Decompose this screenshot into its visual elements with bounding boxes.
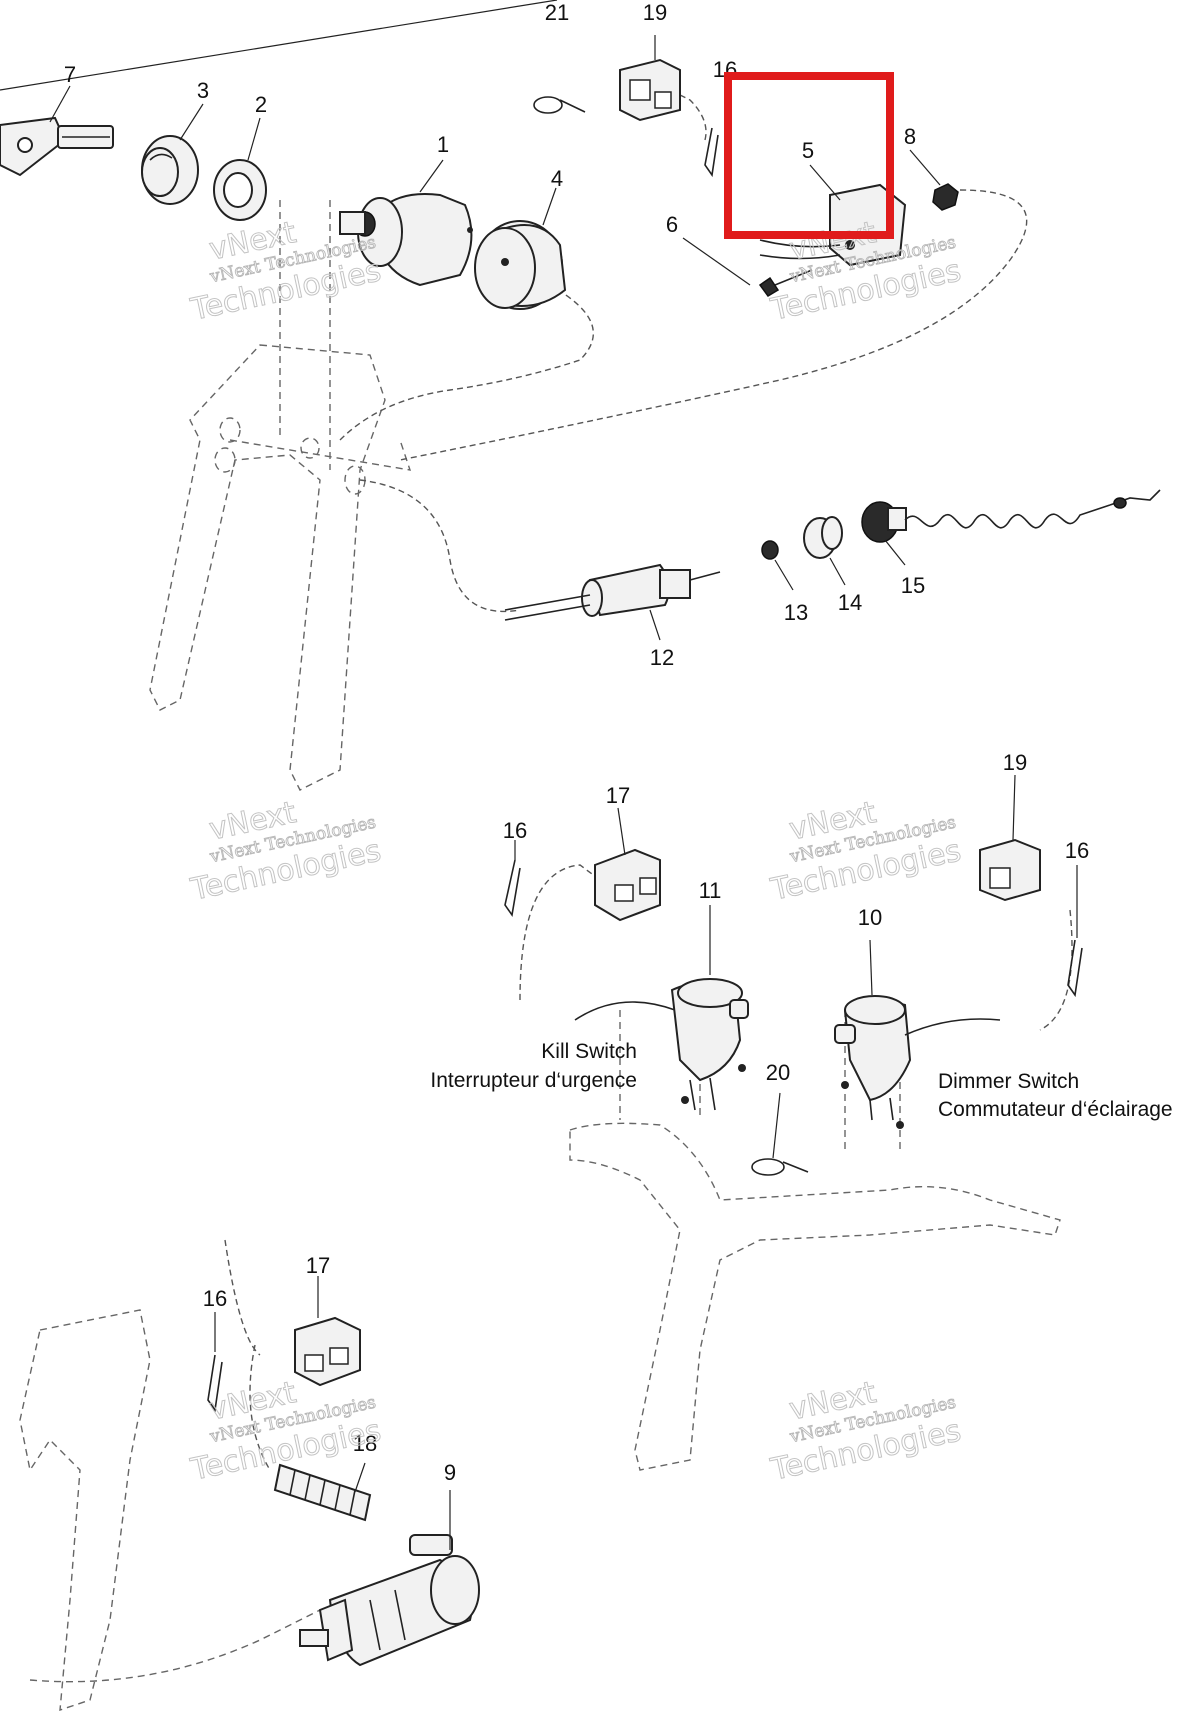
callout-5: 5	[802, 138, 814, 163]
watermark-mid-left: vNext vNext Technologies Technologies	[187, 795, 385, 909]
part-plunger-switch	[299, 1534, 480, 1667]
callout-3: 3	[197, 78, 209, 103]
part-key	[0, 116, 114, 177]
part-housing-lower	[294, 1316, 361, 1387]
part-cylinder	[504, 563, 721, 621]
part-ring-nut	[213, 159, 267, 221]
highlight-box-part-5	[724, 72, 894, 239]
callout-17-kill: 17	[606, 783, 630, 808]
caption-dimmer-switch-fr: Commutateur d‘éclairage	[938, 1098, 1173, 1121]
caption-dimmer-switch-en: Dimmer Switch	[938, 1070, 1079, 1093]
part-screw	[758, 269, 813, 297]
switch-captions: Kill Switch Interrupteur d‘urgence Dimme…	[430, 1040, 1172, 1121]
watermark-mid-right: vNext vNext Technologies Technologies	[767, 795, 965, 909]
part-terminal-top	[704, 127, 719, 178]
part-small-screw	[761, 540, 779, 560]
watermark-top-right: vNext vNext Technologies Technologies	[767, 215, 965, 329]
part-terminal-kill	[504, 859, 521, 918]
part-cap	[803, 516, 843, 559]
callout-10: 10	[858, 905, 882, 930]
part-housing-dimmer	[979, 838, 1041, 902]
callout-20: 20	[766, 1060, 790, 1085]
part-kill-switch	[574, 978, 749, 1111]
part-housing-kill	[594, 848, 661, 922]
wiring-routes	[224, 94, 1073, 1471]
callout-18: 18	[353, 1431, 377, 1456]
callout-12: 12	[650, 645, 674, 670]
part-connector-puck	[474, 220, 567, 310]
part-terminal-dimmer	[1067, 939, 1083, 998]
callout-8: 8	[904, 124, 916, 149]
part-terminal-lower	[207, 1354, 223, 1413]
callout-9: 9	[444, 1460, 456, 1485]
part-spring-sleeve	[273, 1463, 372, 1522]
frame-lower	[19, 1309, 321, 1712]
part-cable-tie-top	[533, 96, 586, 114]
part-housing-top	[619, 58, 681, 122]
callout-21: 21	[545, 0, 569, 25]
callout-16-lower: 16	[203, 1286, 227, 1311]
leader-lines	[0, 0, 1078, 1550]
callout-14: 14	[838, 590, 862, 615]
callout-1: 1	[437, 132, 449, 157]
part-nut	[932, 183, 959, 211]
callout-4: 4	[551, 166, 563, 191]
caption-kill-switch-fr: Interrupteur d‘urgence	[430, 1069, 637, 1092]
callout-15: 15	[901, 573, 925, 598]
callout-16-kill: 16	[503, 818, 527, 843]
callout-19-top: 19	[643, 0, 667, 25]
part-bezel	[141, 135, 199, 205]
watermark-low-left: vNext vNext Technologies Technologies	[187, 1375, 385, 1489]
callout-16-dimmer: 16	[1065, 838, 1089, 863]
callout-17-lower: 17	[306, 1253, 330, 1278]
part-ignition-switch	[339, 193, 473, 287]
part-dimmer-switch	[834, 995, 1001, 1129]
part-cable-tie-bar	[751, 1158, 809, 1176]
callout-6: 6	[666, 212, 678, 237]
frame-upper	[149, 200, 412, 791]
callout-11: 11	[699, 878, 722, 903]
watermark-low-right: vNext vNext Technologies Technologies	[767, 1375, 965, 1489]
caption-kill-switch-en: Kill Switch	[541, 1040, 637, 1063]
callout-7: 7	[64, 62, 76, 87]
callout-labels: 1 2 3 4 5 6 7 8 9 10 11 12 13 14 15 16 1…	[64, 0, 1089, 1485]
callout-19-dimmer: 19	[1003, 750, 1027, 775]
part-tether-cord	[861, 489, 1161, 543]
callout-2: 2	[255, 92, 267, 117]
callout-13: 13	[784, 600, 808, 625]
